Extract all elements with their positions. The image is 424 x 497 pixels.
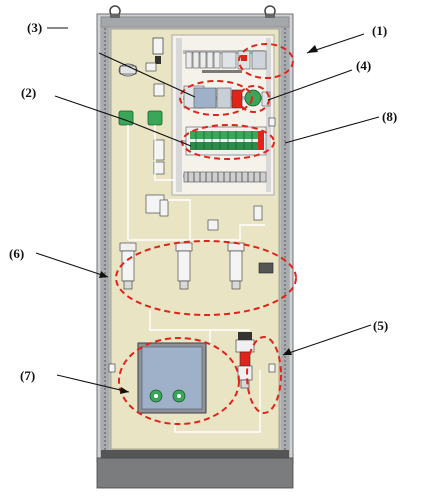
leader-7	[56, 374, 130, 393]
air-filter-2	[175, 242, 193, 290]
label-1: (1)	[372, 23, 387, 38]
arrow-7-icon	[120, 387, 129, 394]
highlight-1	[238, 43, 294, 79]
highlight-5	[246, 336, 282, 414]
leader-2b	[127, 120, 192, 147]
label-3: (3)	[27, 20, 42, 35]
highlight-4	[238, 85, 270, 113]
plc-row	[185, 126, 267, 156]
lifting-eye-right-icon	[264, 5, 276, 18]
lifting-eye-left-icon	[109, 5, 121, 18]
hinge-right	[268, 363, 276, 373]
leader-5	[282, 324, 372, 356]
sensor-block	[258, 262, 274, 274]
label-7: (7)	[20, 368, 35, 383]
highlight-6	[115, 240, 297, 316]
label-6: (6)	[9, 246, 24, 261]
tubing	[127, 125, 265, 433]
hinge-right-top	[268, 117, 276, 127]
arrow-5-icon	[283, 348, 292, 355]
label-2: (2)	[21, 85, 36, 100]
leader-2	[54, 95, 129, 122]
leader-6	[35, 252, 109, 278]
drive-row	[183, 85, 271, 109]
arrow-1-icon	[307, 45, 318, 53]
highlight-regions	[115, 43, 297, 425]
label-8: (8)	[382, 109, 397, 124]
cabinet-base	[96, 450, 294, 489]
hinge-left	[108, 363, 116, 373]
leader-3b	[98, 52, 196, 98]
pressure-regulator	[235, 332, 255, 389]
terminal-strip	[183, 171, 267, 183]
air-filter-3	[227, 242, 245, 290]
label-4: (4)	[356, 58, 371, 73]
arrowheads	[99, 45, 318, 394]
highlight-3	[179, 80, 253, 116]
breaker-row	[185, 50, 267, 73]
left-components	[118, 37, 263, 231]
leader-8	[284, 116, 380, 144]
arrow-6-icon	[99, 271, 108, 278]
label-5: (5)	[373, 318, 388, 333]
gas-control-box	[137, 342, 207, 414]
highlight-7	[118, 337, 240, 425]
leader-4	[267, 69, 353, 101]
